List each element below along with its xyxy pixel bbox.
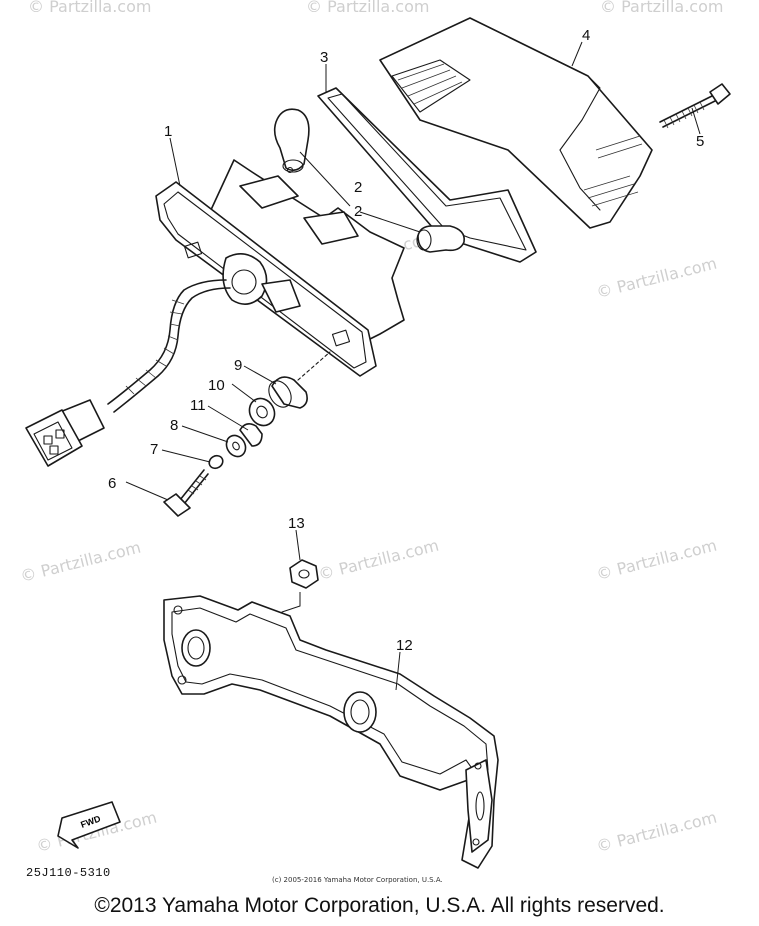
wiring-harness: [25, 279, 231, 467]
watermark: © Partzilla.com: [18, 538, 142, 586]
watermark: © Partzilla.com: [594, 808, 718, 856]
callout-5: 5: [696, 133, 704, 150]
nut-13: [281, 559, 319, 620]
watermark: © Partzilla.com: [600, 0, 723, 16]
screw-5: [659, 83, 731, 129]
callout-7: 7: [150, 441, 158, 458]
bulb-upper: [273, 108, 310, 174]
small-copyright: (c) 2005-2016 Yamaha Motor Corporation, …: [272, 876, 443, 884]
tail-lens-cover: [379, 17, 653, 229]
callout-12: 12: [396, 637, 413, 654]
callout-10: 10: [208, 377, 225, 394]
callout-13: 13: [288, 515, 305, 532]
tail-light-base: [155, 159, 405, 377]
callout-2-lower: 2: [354, 203, 362, 220]
part-code: 25J110-5310: [26, 866, 111, 880]
watermark: © Partzilla.com: [28, 0, 151, 16]
callout-2-upper: 2: [354, 179, 362, 196]
callout-11: 11: [190, 397, 206, 414]
callouts: 1 2 2 3 4 5 6 7 8 9 10 11 12 13: [108, 27, 704, 654]
watermark: © Partzilla.com: [594, 254, 718, 302]
footer-copyright: ©2013 Yamaha Motor Corporation, U.S.A. A…: [94, 894, 665, 917]
callout-3: 3: [320, 49, 328, 66]
callout-4: 4: [582, 27, 590, 44]
watermark: © Partzilla.com: [306, 0, 429, 16]
callout-6: 6: [108, 475, 116, 492]
watermark: © Partzilla.com: [594, 536, 718, 584]
callout-8: 8: [170, 417, 178, 434]
fwd-arrow: FWD: [57, 801, 121, 849]
callout-1: 1: [164, 123, 172, 140]
bracket-12: [163, 595, 499, 869]
leader-lines: [125, 41, 701, 691]
hardware-stack: [163, 351, 331, 517]
watermark: © Partzilla.com: [316, 536, 440, 584]
bulb-lower: [416, 225, 466, 253]
callout-9: 9: [234, 357, 242, 374]
